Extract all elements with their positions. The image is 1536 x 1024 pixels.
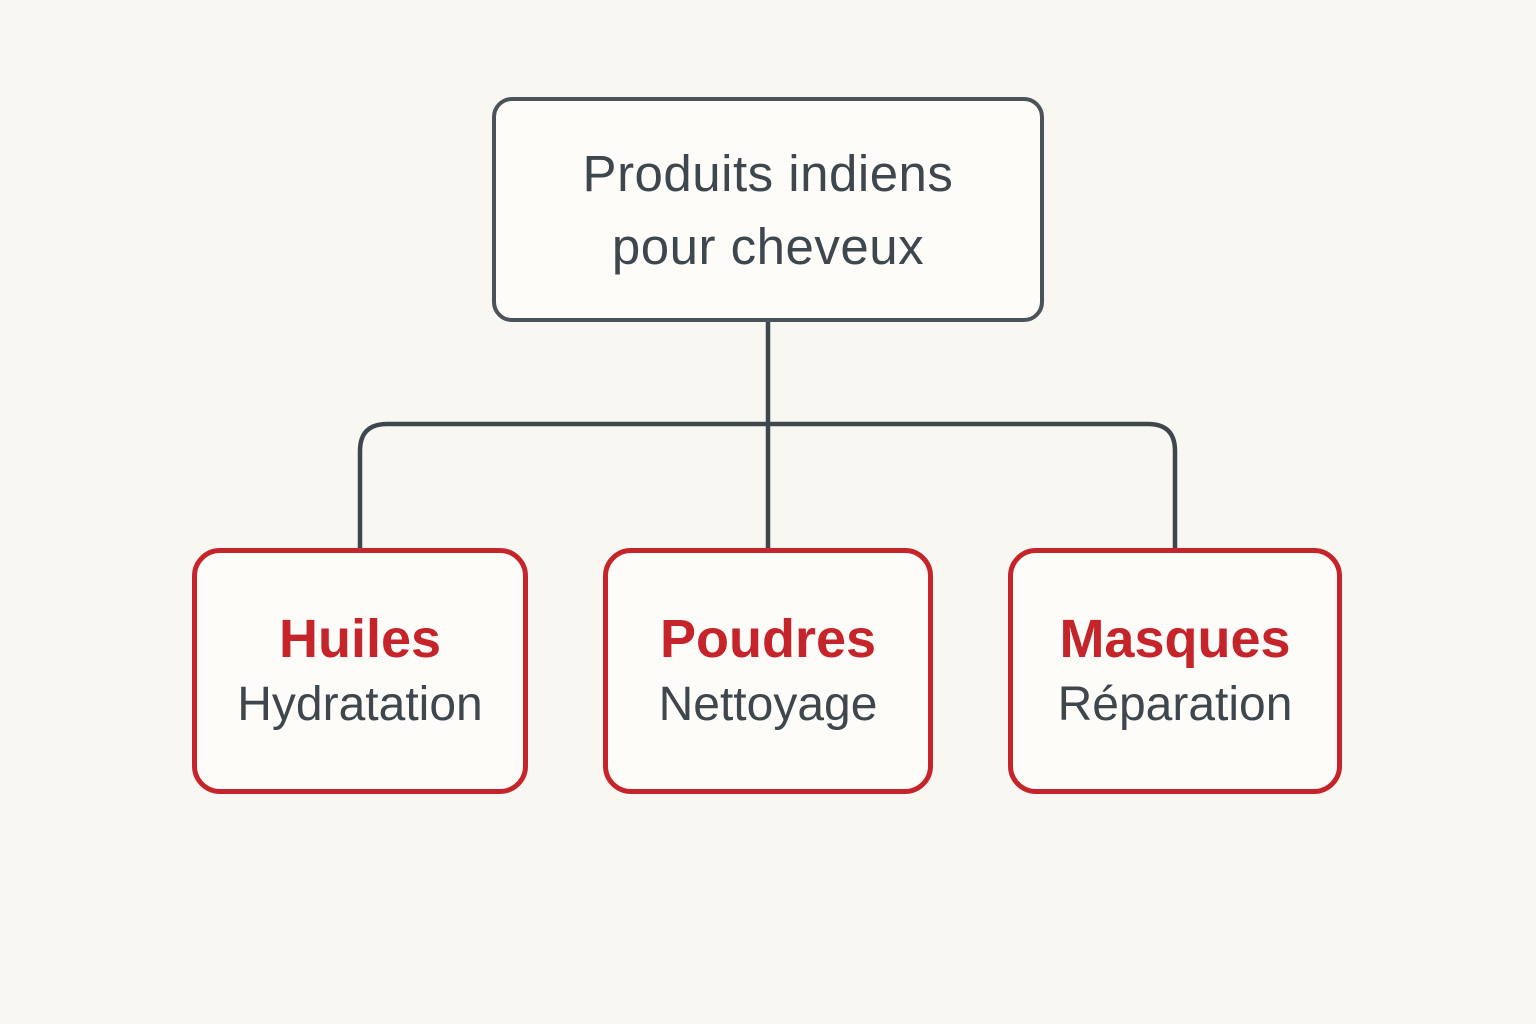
node-masques-subtitle: Réparation bbox=[1057, 678, 1293, 732]
node-masques-title: Masques bbox=[1059, 608, 1291, 669]
node-huiles-title: Huiles bbox=[278, 608, 442, 669]
node-masques: Masques Réparation bbox=[1008, 548, 1342, 794]
node-huiles: Huiles Hydratation bbox=[192, 548, 528, 794]
node-poudres-subtitle: Nettoyage bbox=[658, 678, 878, 732]
node-huiles-subtitle: Hydratation bbox=[237, 678, 483, 732]
node-root-title: Produits indiens pour cheveux bbox=[582, 144, 954, 275]
node-poudres-title: Poudres bbox=[659, 608, 877, 669]
node-root: Produits indiens pour cheveux bbox=[492, 97, 1044, 322]
node-poudres: Poudres Nettoyage bbox=[603, 548, 933, 794]
